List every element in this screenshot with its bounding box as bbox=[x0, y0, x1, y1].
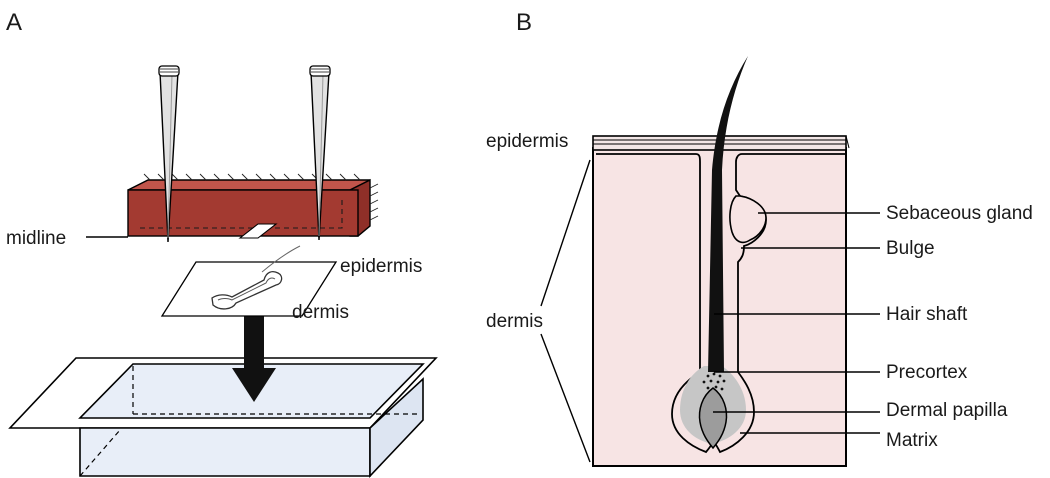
label-precortex: Precortex bbox=[886, 362, 968, 383]
culture-dish bbox=[8, 357, 438, 478]
precortex-dots bbox=[702, 372, 726, 391]
hair-follicle bbox=[596, 56, 846, 454]
dermal-papilla-shape bbox=[698, 387, 728, 450]
dish-front-wall bbox=[79, 427, 371, 477]
dermis-bracket-bottom bbox=[540, 333, 591, 463]
incision-cut bbox=[238, 223, 278, 239]
hair-shaft-shape bbox=[708, 56, 748, 372]
panel-b-letter: B bbox=[516, 9, 532, 36]
dish-side-wall bbox=[369, 377, 424, 478]
skin-explant bbox=[160, 245, 338, 317]
label-epidermis-b: epidermis bbox=[486, 131, 568, 152]
needle-left bbox=[158, 65, 180, 243]
panel-a: A bbox=[6, 9, 438, 478]
dermis-bracket-top bbox=[540, 159, 591, 307]
sebaceous-gland-shape bbox=[729, 195, 767, 244]
needle-right bbox=[309, 65, 331, 241]
skin-block-top bbox=[127, 179, 371, 191]
label-hair-shaft: Hair shaft bbox=[886, 304, 968, 325]
block-hidden-edge bbox=[140, 198, 343, 229]
label-dermal-papilla: Dermal papilla bbox=[886, 400, 1008, 421]
label-matrix: Matrix bbox=[886, 430, 938, 451]
skin-block-front bbox=[127, 189, 359, 237]
leader-lines bbox=[713, 212, 880, 434]
label-bulge: Bulge bbox=[886, 238, 935, 259]
follicle-inner bbox=[217, 277, 276, 301]
explant-sheet bbox=[160, 261, 338, 317]
panel-b: B bbox=[486, 9, 1033, 467]
label-midline: midline bbox=[6, 228, 66, 249]
label-dermis-a: dermis bbox=[292, 302, 349, 323]
fur-hairs bbox=[143, 173, 379, 221]
label-epidermis-a: epidermis bbox=[340, 256, 422, 277]
label-sebaceous-gland: Sebaceous gland bbox=[886, 203, 1033, 224]
down-arrow-icon bbox=[232, 312, 276, 402]
label-dermis-b: dermis bbox=[486, 311, 543, 332]
panel-a-letter: A bbox=[6, 9, 22, 36]
follicle-outline bbox=[211, 271, 283, 310]
hair-strand bbox=[261, 245, 301, 273]
dish-hidden-edge bbox=[79, 429, 121, 477]
